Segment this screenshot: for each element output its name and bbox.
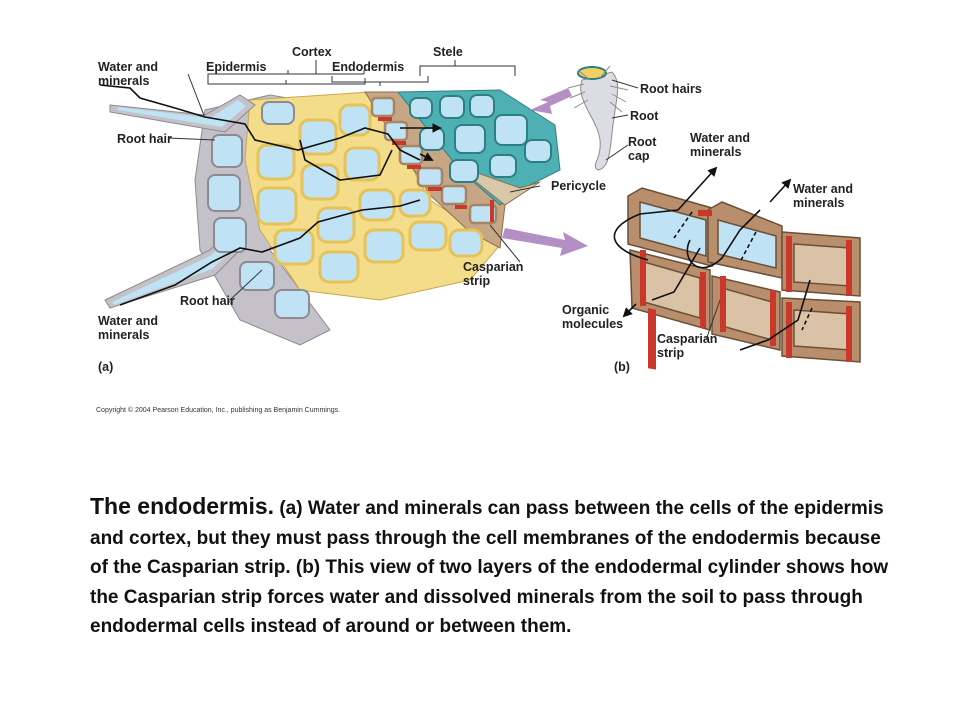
label-water-minerals-top-1: Water and [98, 60, 158, 74]
label-water-minerals-top-2: minerals [98, 74, 149, 88]
label-water-minerals-bottom-1: Water and [98, 314, 158, 328]
caption-text: (a) Water and minerals can pass between … [90, 498, 889, 637]
label-water-minerals-bottom-2: minerals [98, 328, 149, 342]
epidermis-cells [207, 101, 310, 319]
stele-cells [409, 94, 552, 183]
label-cortex: Cortex [292, 45, 332, 59]
label-epidermis: Epidermis [206, 60, 266, 74]
label-water-minerals-b1-2: minerals [690, 145, 741, 159]
endodermal-cells-b [627, 187, 861, 363]
label-water-minerals-b2-2: minerals [793, 196, 844, 210]
label-root-hairs-inset: Root hairs [640, 82, 702, 96]
label-root-cap-2: cap [628, 149, 650, 163]
panel-a-diagram: Cortex Stele Epidermis Endodermis Water … [98, 45, 606, 374]
casparian-strips-a [378, 117, 494, 222]
endodermis-figure: Cortex Stele Epidermis Endodermis Water … [96, 45, 861, 414]
root-inset: Root hairs Root Root cap [567, 65, 702, 171]
label-casparian-a-1: Casparian [463, 260, 523, 274]
label-panel-b: (b) [614, 360, 630, 374]
label-organic-2: molecules [562, 317, 623, 331]
figure-caption: The endodermis. (a) Water and minerals c… [90, 492, 900, 642]
label-root-cap-1: Root [628, 135, 657, 149]
label-root-hair-top: Root hair [117, 132, 172, 146]
label-panel-a: (a) [98, 360, 113, 374]
label-casparian-a-2: strip [463, 274, 490, 288]
water-pathways [99, 84, 442, 306]
copyright-notice: Copyright © 2004 Pearson Education, Inc.… [96, 406, 340, 414]
caption-title: The endodermis. [90, 493, 275, 519]
label-organic-1: Organic [562, 303, 609, 317]
label-root-hair-bottom: Root hair [180, 294, 235, 308]
panel-b-diagram: Water and minerals Water and minerals Or… [562, 131, 861, 374]
label-casparian-b-2: strip [657, 346, 684, 360]
label-endodermis: Endodermis [332, 60, 404, 74]
casparian-strips-b [640, 210, 852, 370]
water-pathways-b [613, 166, 813, 351]
endodermis-cells [370, 96, 498, 225]
label-water-minerals-b1-1: Water and [690, 131, 750, 145]
region-brackets [167, 60, 541, 301]
label-water-minerals-b2-1: Water and [793, 182, 853, 196]
label-stele: Stele [433, 45, 463, 59]
label-casparian-b-1: Casparian [657, 332, 717, 346]
label-root-inset: Root [630, 109, 659, 123]
label-pericycle: Pericycle [551, 179, 606, 193]
magnification-arrows [502, 88, 588, 256]
